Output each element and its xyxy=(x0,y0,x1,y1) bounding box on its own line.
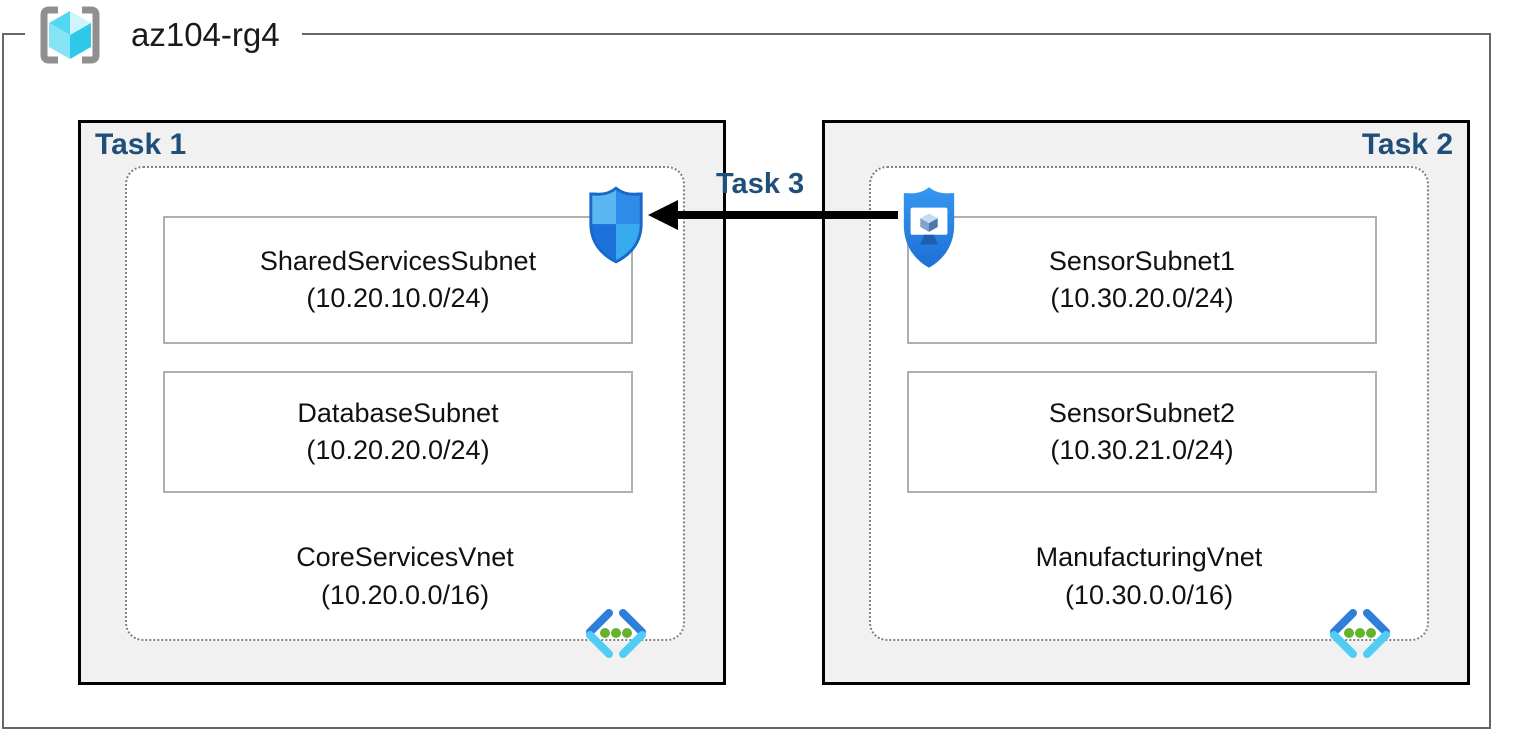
subnet-box-sharedservices: SharedServicesSubnet (10.20.10.0/24) xyxy=(163,216,633,344)
task1-label: Task 1 xyxy=(95,128,187,161)
task3-arrow xyxy=(648,200,898,230)
subnet-cidr: (10.30.21.0/24) xyxy=(1050,435,1234,465)
task2-label: Task 2 xyxy=(1361,128,1453,161)
subnet-box-sensor1: SensorSubnet1 (10.30.20.0/24) xyxy=(907,216,1377,344)
subnet-box-database: DatabaseSubnet (10.20.20.0/24) xyxy=(163,371,633,493)
vnet-cidr: (10.20.0.0/16) xyxy=(320,580,490,610)
subnet-name: SharedServicesSubnet xyxy=(259,246,537,276)
virtual-network-icon xyxy=(1330,609,1390,658)
application-security-group-icon xyxy=(903,187,955,268)
virtual-network-icon xyxy=(586,609,646,658)
vnet2-label: ManufacturingVnet (10.30.0.0/16) xyxy=(869,538,1429,614)
cube-glyph xyxy=(920,213,938,232)
task2-box: Task 2 SensorSubnet1 (10.30.20.0/24) Sen… xyxy=(822,120,1470,685)
resource-group-icon xyxy=(40,6,100,64)
subnet-name: DatabaseSubnet xyxy=(297,398,499,428)
task3-label: Task 3 xyxy=(716,168,805,200)
subnet-cidr: (10.30.20.0/24) xyxy=(1050,283,1234,313)
subnet-name: SensorSubnet2 xyxy=(1048,398,1236,428)
vnet-name: ManufacturingVnet xyxy=(1035,542,1263,572)
resource-group-header: az104-rg4 xyxy=(25,2,302,68)
subnet-box-sensor2: SensorSubnet2 (10.30.21.0/24) xyxy=(907,371,1377,493)
subnet-cidr: (10.20.20.0/24) xyxy=(306,435,490,465)
resource-group-title: az104-rg4 xyxy=(131,16,280,53)
subnet-name: SensorSubnet1 xyxy=(1048,246,1236,276)
vnet-name: CoreServicesVnet xyxy=(296,542,514,572)
subnet-cidr: (10.20.10.0/24) xyxy=(306,283,490,313)
vnet1-label: CoreServicesVnet (10.20.0.0/16) xyxy=(125,538,685,614)
vnet-cidr: (10.30.0.0/16) xyxy=(1064,580,1234,610)
network-security-group-icon xyxy=(589,186,643,264)
